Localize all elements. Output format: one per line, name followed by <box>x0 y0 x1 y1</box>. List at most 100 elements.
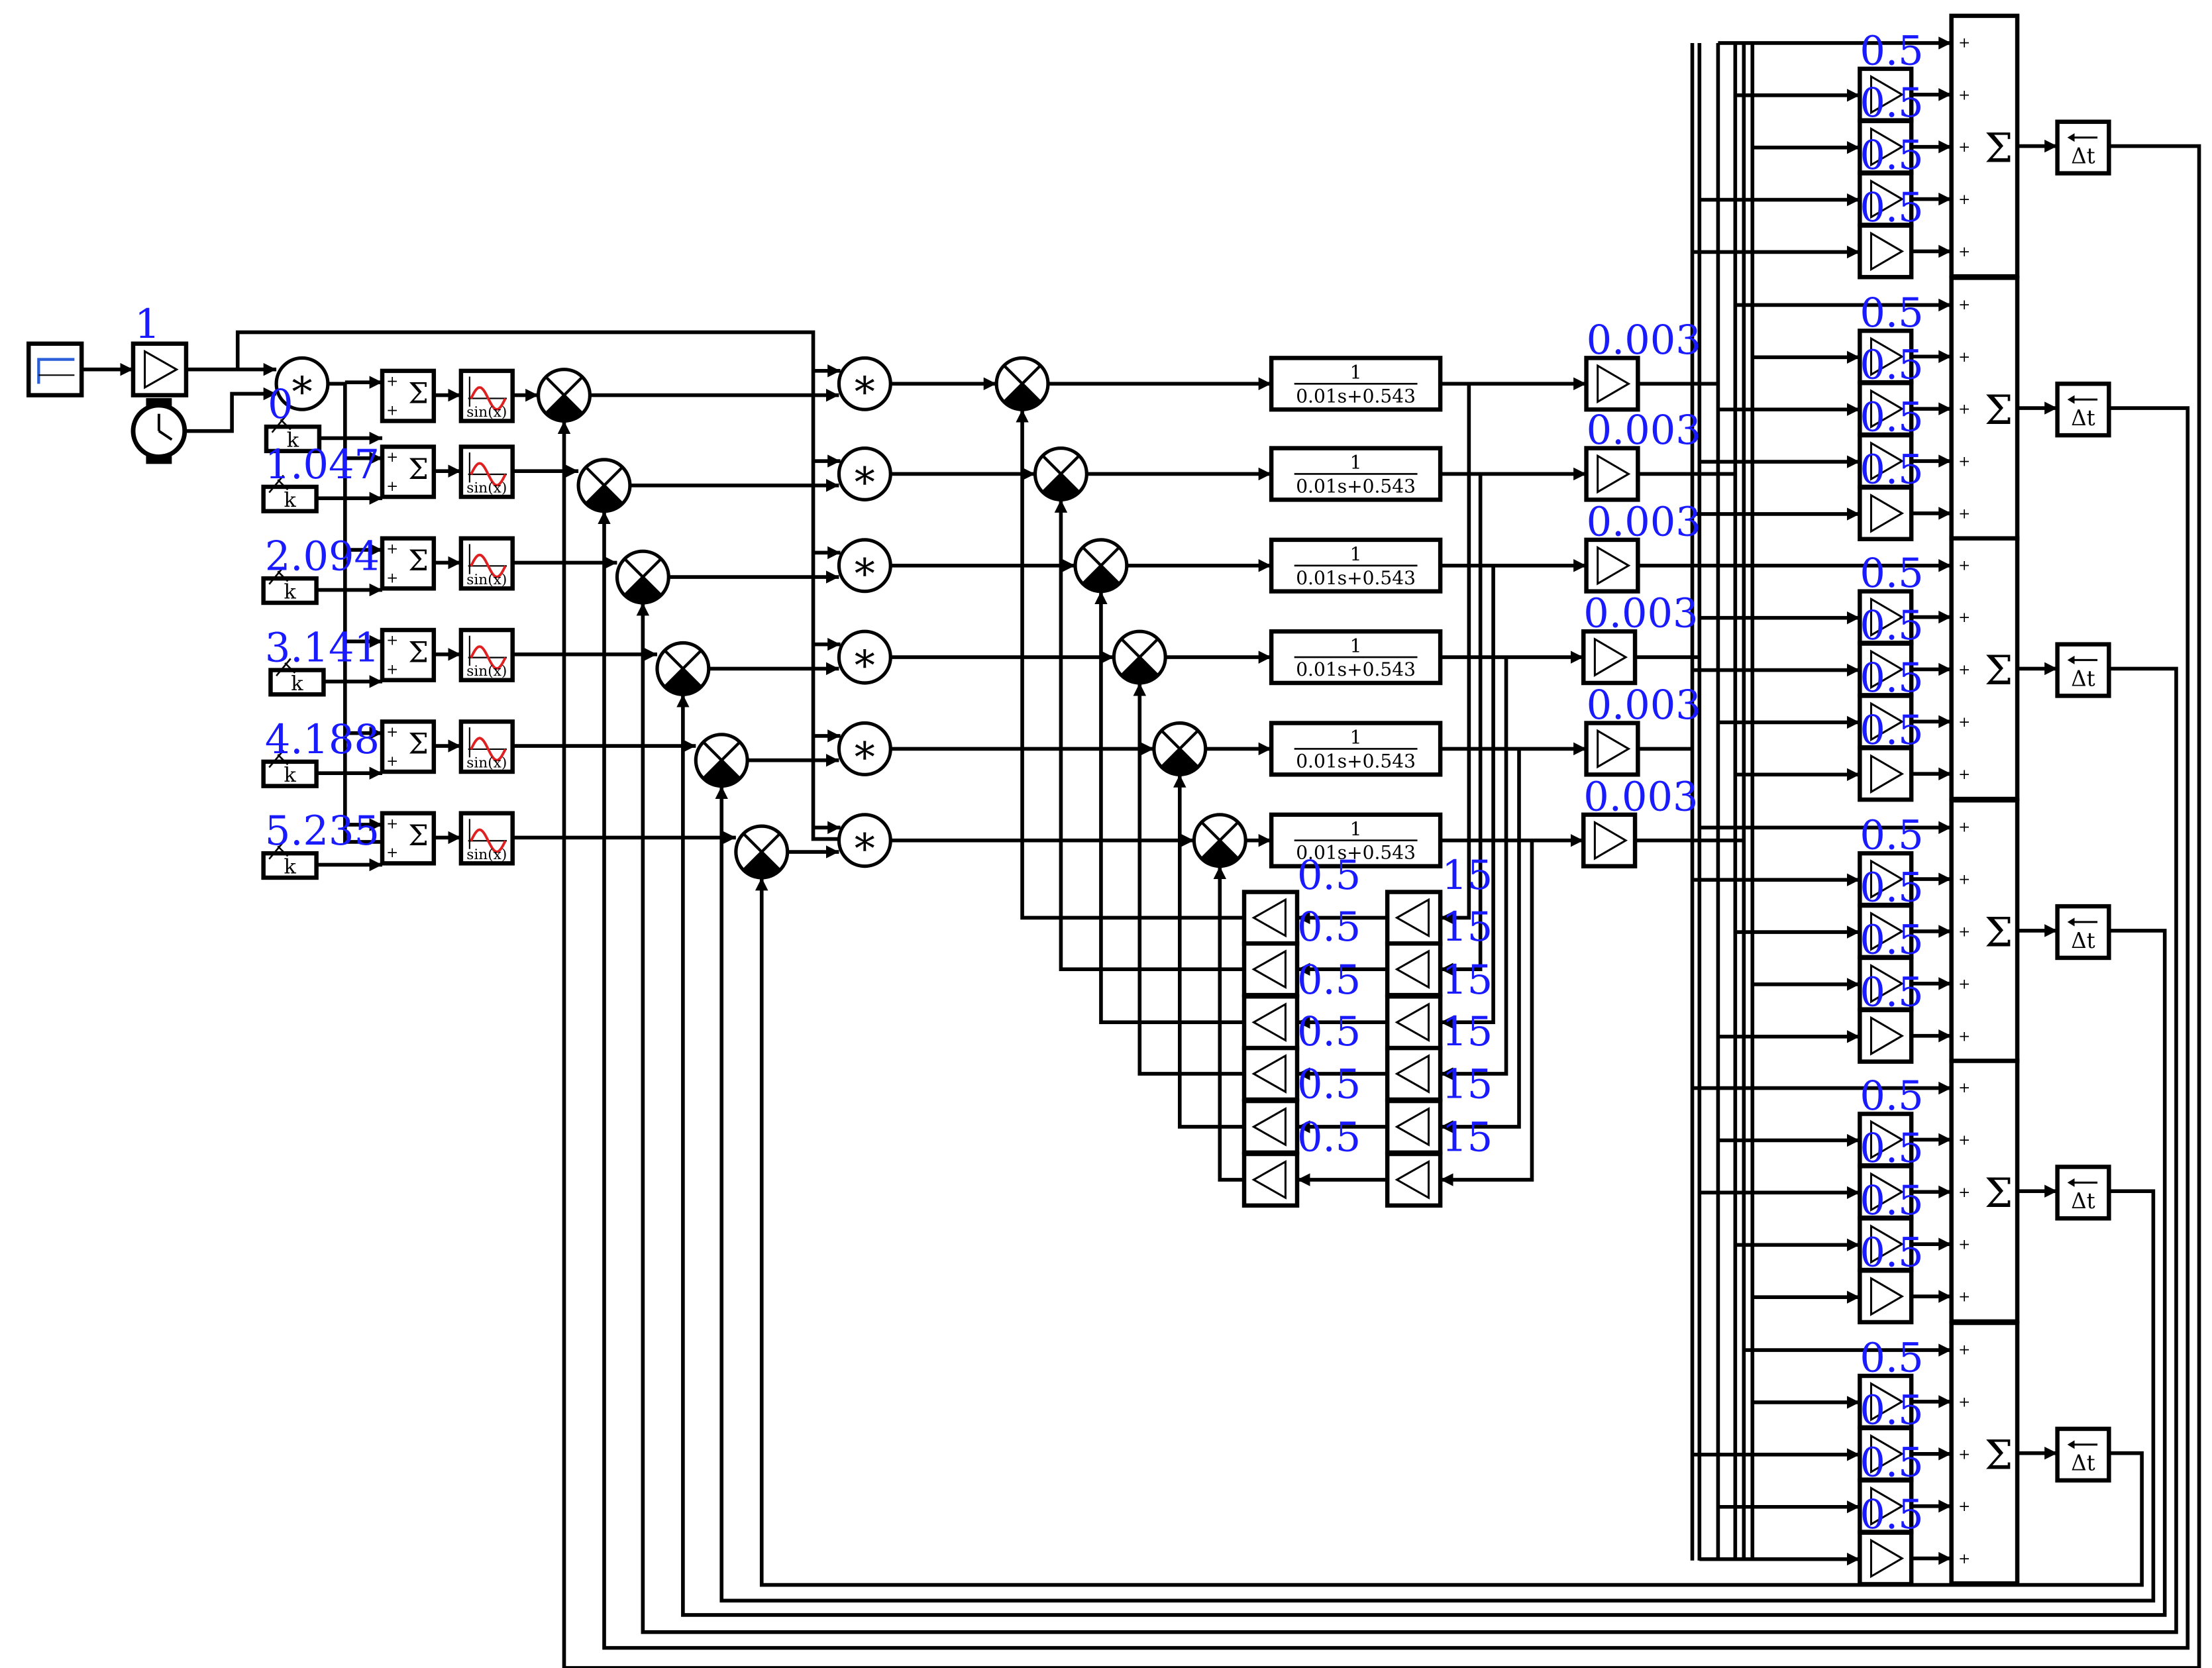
phase-sum-3-frame <box>380 627 437 682</box>
feedback-gain-b-2-triangle-icon <box>1395 1002 1430 1043</box>
feedback-gain-a-label-2: 0.5 <box>1297 957 1361 1004</box>
mixer-2 <box>1073 538 1129 594</box>
transfer-function-5: 10.01s+0.543 <box>1269 812 1443 868</box>
mixer-0-cross <box>1003 364 1042 403</box>
output-sum-0-plus: + <box>1958 139 1970 156</box>
delay-block-5: Δt <box>2055 1426 2111 1483</box>
transfer-function-1: 10.01s+0.543 <box>1269 446 1443 502</box>
modulator-5-cross <box>742 832 781 872</box>
output-gain-1-triangle-icon <box>1597 454 1631 494</box>
output-sum-5-plus: + <box>1958 1498 1970 1515</box>
mixer-1-cross <box>1041 454 1080 494</box>
matrix-gain-0-2 <box>1858 171 1914 227</box>
feedback-gain-a-3 <box>1241 1045 1300 1102</box>
sin-block-3-sine-icon <box>470 645 507 670</box>
matrix-gain-label-0-3: 0.5 <box>1860 185 1923 231</box>
output-sum-5-plus: + <box>1958 1446 1970 1463</box>
transfer-function-0-denominator: 0.01s+0.543 <box>1296 385 1416 407</box>
phase-sum-4-plus: + <box>386 753 398 770</box>
phase-constant-0-frame <box>264 424 322 454</box>
feedback-gain-b-4-triangle-icon <box>1395 1107 1430 1147</box>
product-2-symbol: ∗ <box>851 541 878 590</box>
matrix-gain-1-3 <box>1858 485 1914 542</box>
matrix-gain-2-2-triangle-icon <box>1870 702 1905 742</box>
output-sum-5-symbol: Σ <box>1985 1432 2013 1479</box>
product-0-circle <box>837 356 892 411</box>
sin-block-2: sin(x) <box>458 536 515 591</box>
matrix-gain-3-1-triangle-icon <box>1870 912 1905 951</box>
matrix-gain-4-0-triangle-icon <box>1870 1120 1905 1160</box>
matrix-gain-label-2-3: 0.5 <box>1860 707 1923 754</box>
delay-block-4-arrow-icon <box>2067 1178 2075 1187</box>
source-product: ∗ <box>274 356 330 411</box>
output-sum-3: Σ+++++ <box>1949 798 2020 1063</box>
output-gain-1 <box>1584 446 1640 502</box>
matrix-gain-4-3 <box>1858 1268 1914 1325</box>
matrix-gain-2-2 <box>1858 694 1914 750</box>
matrix-gain-3-1 <box>1858 903 1914 960</box>
mixer-1-wedge <box>1042 474 1079 500</box>
output-sum-3-frame <box>1949 798 2020 1063</box>
delay-block-4-text: Δt <box>2071 1188 2095 1214</box>
product-3-symbol: ∗ <box>851 633 878 681</box>
phase-sum-0-plus: + <box>386 402 398 419</box>
modulator-2-cross <box>623 558 662 597</box>
delay-block-4: Δt <box>2055 1165 2111 1221</box>
sin-block-5-label: sin(x) <box>466 847 507 863</box>
output-sum-5-plus: + <box>1958 1342 1970 1359</box>
sin-block-4-sine-icon <box>470 737 507 762</box>
output-sum-0: Σ+++++ <box>1949 13 2020 279</box>
feedback-gain-a-5-frame <box>1241 1151 1300 1208</box>
delay-block-0-frame <box>2055 119 2111 176</box>
sin-block-5: sin(x) <box>458 811 515 866</box>
matrix-gain-1-3-triangle-icon <box>1870 494 1905 533</box>
phase-sum-0-symbol: Σ <box>408 377 429 410</box>
output-gain-5 <box>1581 812 1638 868</box>
output-sum-4-symbol: Σ <box>1985 1171 2013 1217</box>
wire <box>598 406 2190 1650</box>
matrix-gain-3-2-triangle-icon <box>1870 963 1905 1004</box>
delay-block-1-text: Δt <box>2071 405 2095 431</box>
output-sum-4-plus: + <box>1958 1080 1970 1096</box>
modulator-1 <box>576 458 632 513</box>
feedback-gain-b-label-5: 15 <box>1442 1115 1493 1161</box>
modulator-0-cross <box>545 376 584 415</box>
output-gain-label-0: 0.003 <box>1587 317 1701 364</box>
matrix-gain-5-1-triangle-icon <box>1870 1433 1905 1474</box>
matrix-gain-label-2-2: 0.5 <box>1860 655 1923 702</box>
source-product-symbol: ∗ <box>288 360 316 408</box>
matrix-gain-2-3 <box>1858 746 1914 802</box>
matrix-gain-1-1-triangle-icon <box>1870 389 1905 429</box>
output-gain-1-frame <box>1584 446 1640 502</box>
matrix-gain-label-4-2: 0.5 <box>1860 1178 1923 1224</box>
step-block <box>26 341 84 397</box>
transfer-function-0-numerator: 1 <box>1350 362 1362 384</box>
output-sum-3-plus: + <box>1958 924 1970 941</box>
feedback-gain-a-1-triangle-icon <box>1251 949 1287 990</box>
feedback-gain-b-1-triangle-icon <box>1395 949 1430 990</box>
phase-constant-3-slider-icon <box>276 658 291 677</box>
product-5-circle <box>837 813 892 868</box>
output-sum-5-frame <box>1949 1320 2020 1586</box>
sin-block-5-sine-icon <box>470 828 507 854</box>
feedback-gain-b-3 <box>1385 1045 1443 1102</box>
phase-constant-3: k <box>268 658 326 697</box>
modulator-4-wedge <box>703 760 740 786</box>
output-sum-2-plus: + <box>1958 662 1970 678</box>
matrix-gain-label-5-0: 0.5 <box>1860 1335 1923 1382</box>
matrix-gain-label-1-1: 0.5 <box>1860 342 1923 389</box>
output-sum-3-plus: + <box>1958 819 1970 836</box>
feedback-gain-a-5 <box>1241 1151 1300 1208</box>
transfer-function-1-denominator: 0.01s+0.543 <box>1296 475 1416 497</box>
matrix-gain-5-0-triangle-icon <box>1870 1382 1905 1422</box>
feedback-gain-a-4-triangle-icon <box>1251 1107 1287 1147</box>
feedback-gain-b-0-triangle-icon <box>1395 898 1430 938</box>
output-sum-1-plus: + <box>1958 505 1970 522</box>
sin-block-3-label: sin(x) <box>466 663 507 680</box>
matrix-gain-label-3-3: 0.5 <box>1860 969 1923 1016</box>
product-5-symbol: ∗ <box>851 816 878 864</box>
matrix-gain-label-5-2: 0.5 <box>1860 1439 1923 1486</box>
mixer-5-cross <box>1200 821 1239 860</box>
phase-sum-0-frame <box>380 368 437 423</box>
